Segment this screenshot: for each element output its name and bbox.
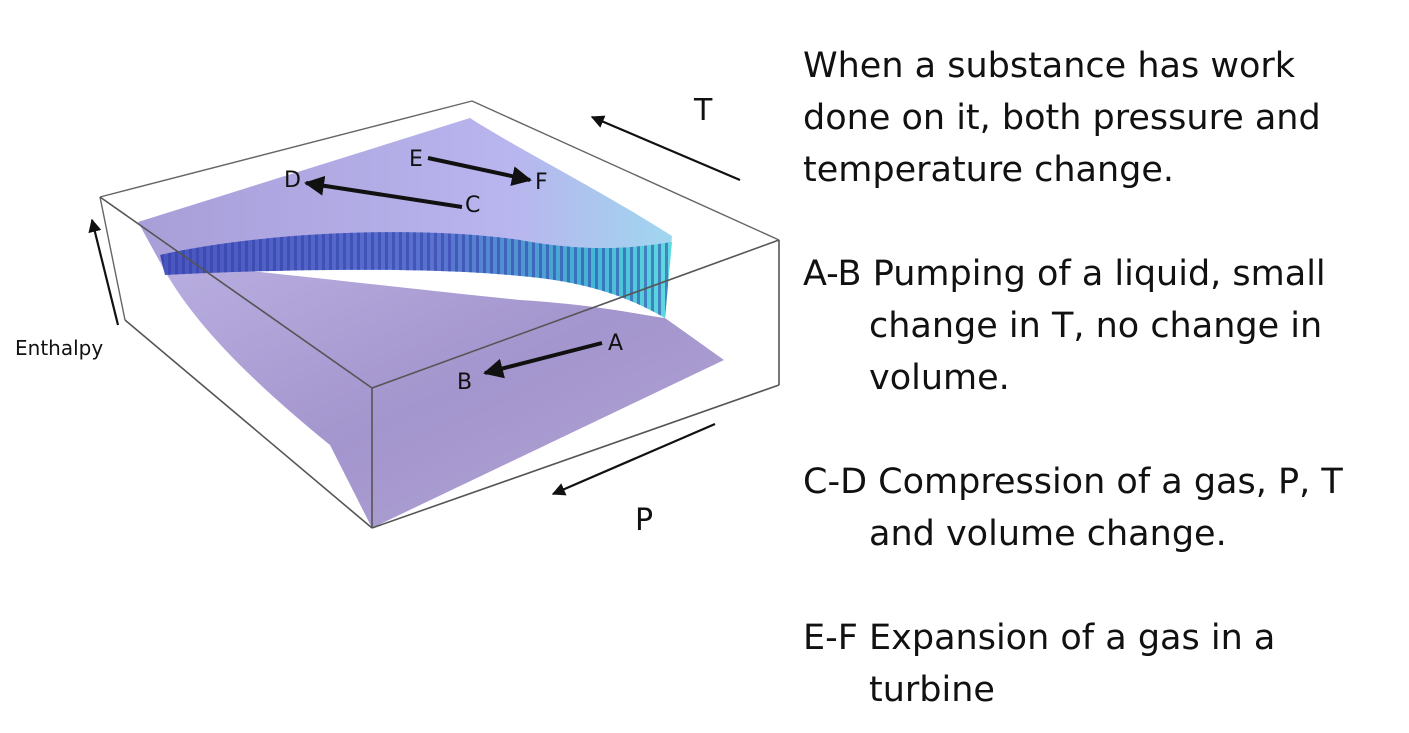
two-phase-dome-stripes xyxy=(160,232,672,318)
process-item-e-f: E-F Expansion of a gas in a turbine xyxy=(803,612,1393,716)
bounding-box-front xyxy=(99,196,780,529)
process-text-line2: turbine xyxy=(869,670,995,710)
enthalpy-surface-upper xyxy=(138,118,672,318)
process-text-line1: Compression of a gas, P, T xyxy=(878,462,1343,502)
pressure-axis-arrow xyxy=(551,422,716,496)
axis-arrows xyxy=(88,115,741,496)
arrow-a-b xyxy=(483,341,603,379)
intro-text: When a substance has work done on it, bo… xyxy=(803,46,1321,190)
enthalpy-surface-lower xyxy=(160,262,724,528)
temperature-axis-arrow xyxy=(590,115,741,182)
temperature-axis-label: T xyxy=(693,93,713,128)
point-label-d: D xyxy=(284,168,301,193)
process-key: A-B xyxy=(803,254,862,294)
enthalpy-surface-diagram: A B C D E F Enthalpy T P xyxy=(15,93,780,538)
enthalpy-axis-arrow xyxy=(88,218,120,326)
point-label-a: A xyxy=(608,331,623,356)
process-arrows xyxy=(304,156,603,379)
process-key: E-F xyxy=(803,618,858,658)
process-item-c-d: C-D Compression of a gas, P, T and volum… xyxy=(803,456,1393,560)
process-text-line1: Pumping of a liquid, small xyxy=(872,254,1326,294)
point-label-e: E xyxy=(409,147,423,172)
description-panel: When a substance has work done on it, bo… xyxy=(803,40,1393,716)
pressure-axis-label: P xyxy=(635,503,653,538)
process-key: C-D xyxy=(803,462,868,502)
arrow-e-f xyxy=(427,156,532,186)
point-label-c: C xyxy=(465,193,480,218)
process-text-line1: Expansion of a gas in a xyxy=(869,618,1276,658)
process-text-line3: volume. xyxy=(869,358,1010,398)
point-label-b: B xyxy=(457,370,472,395)
process-text-line2: and volume change. xyxy=(869,514,1227,554)
arrow-c-d xyxy=(304,175,463,209)
process-text-line2: change in T, no change in xyxy=(869,306,1323,346)
point-label-f: F xyxy=(535,170,548,195)
process-item-a-b: A-B Pumping of a liquid, small change in… xyxy=(803,248,1393,404)
bounding-box-back xyxy=(99,100,780,321)
enthalpy-axis-label: Enthalpy xyxy=(15,336,103,360)
